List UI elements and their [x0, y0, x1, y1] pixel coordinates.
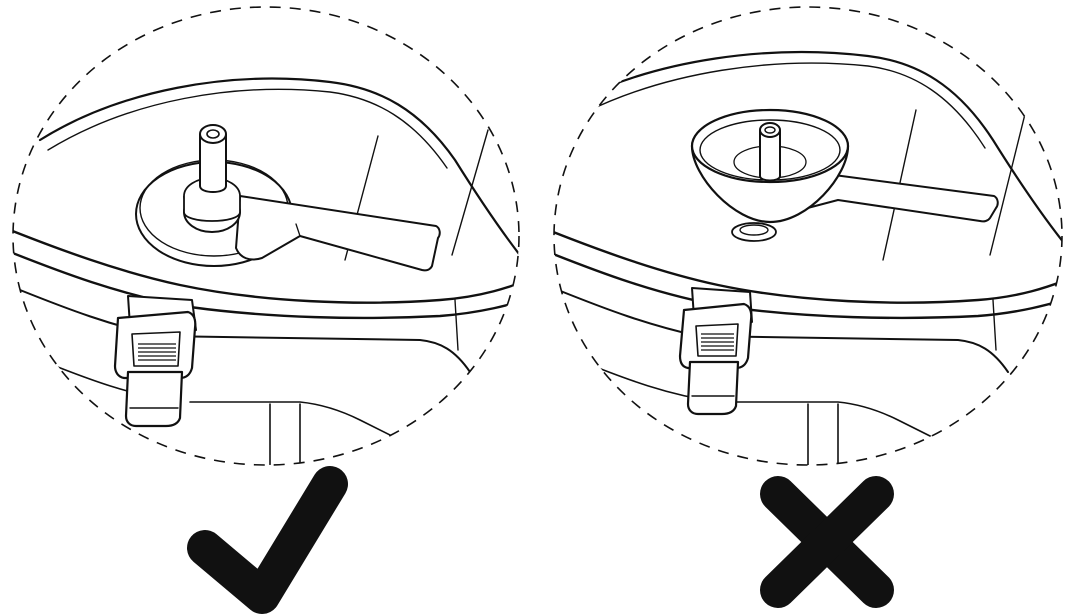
latch-clip	[113, 295, 197, 428]
incorrect-illustration	[553, 6, 1063, 608]
lid-rim-top	[13, 224, 519, 304]
lid-drawing	[554, 51, 1062, 465]
lid-panel-line-2	[451, 129, 489, 256]
lid-rim-top	[554, 224, 1062, 304]
body-base-line	[727, 401, 959, 451]
zoom-circle	[12, 6, 520, 466]
lid-drawing	[13, 77, 519, 465]
check-mark-icon	[187, 466, 348, 614]
lid-panel-line-3	[992, 299, 997, 351]
pressure-valve-lifted	[690, 108, 999, 242]
lid-panel-line-3	[454, 299, 459, 351]
lid-top-inner-edge	[47, 88, 448, 169]
lid-panel-line-2	[989, 109, 1027, 256]
latch-clip	[678, 287, 753, 416]
correct-illustration	[12, 6, 520, 614]
zoom-circle	[553, 6, 1063, 466]
figure-incorrect	[538, 0, 1075, 616]
cross-mark-icon	[760, 476, 894, 608]
lid-top-edge	[38, 77, 519, 282]
figure-correct	[0, 0, 537, 616]
body-base-line	[189, 401, 421, 451]
lid-rim-bottom	[554, 246, 1062, 320]
pressure-valve-seated	[135, 124, 441, 272]
lid-top-inner-edge	[585, 62, 986, 149]
lid-top-edge	[576, 51, 1062, 262]
lid-rim-bottom	[13, 246, 519, 320]
